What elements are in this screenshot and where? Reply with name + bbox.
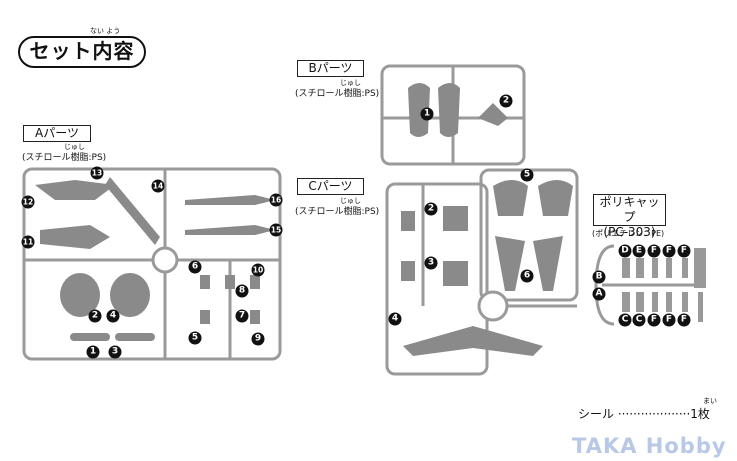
part-number-a15: 15 <box>269 223 283 237</box>
polycap-label-code: (PC-303) <box>603 225 656 239</box>
seal-count: シール ···················1枚 <box>578 407 710 421</box>
c-ruby: じゅし <box>340 197 361 205</box>
polycap-letter-f: F <box>677 244 691 258</box>
a-material: (スチロール樹脂:PS) <box>22 153 107 163</box>
part-number-a2: 2 <box>88 309 102 323</box>
part-number-a16: 16 <box>269 193 283 207</box>
part-number-b1: 1 <box>420 107 434 121</box>
part-number-a14: 14 <box>151 179 165 193</box>
part-number-a7: 7 <box>235 309 249 323</box>
c-material: (スチロール樹脂:PS) <box>295 207 380 217</box>
polycap-letter-f: F <box>662 244 676 258</box>
c-runner-diagram <box>385 168 579 376</box>
part-number-a8: 8 <box>235 284 249 298</box>
polycap-letter-d: D <box>618 244 632 258</box>
watermark: TAKA Hobby <box>572 434 727 458</box>
polycap-letter-f: F <box>647 244 661 258</box>
title-ruby: ない よう <box>90 27 121 35</box>
part-number-b2: 2 <box>499 94 513 108</box>
part-number-a10: 10 <box>251 263 265 277</box>
polycap-material: (ポリエチレン：PE) <box>592 229 665 238</box>
seal-ruby: まい <box>703 397 717 405</box>
polycap-runner-diagram <box>594 244 706 326</box>
polycap-letter-f: F <box>677 313 691 327</box>
polycap-letter-f: F <box>662 313 676 327</box>
polycap-letter-c: C <box>618 313 632 327</box>
a-runner-diagram <box>22 167 282 361</box>
part-number-a11: 11 <box>21 235 35 249</box>
polycap-letter-a: A <box>592 287 606 301</box>
part-number-a6: 6 <box>188 260 202 274</box>
part-number-c2: 2 <box>424 202 438 216</box>
part-number-c6: 6 <box>520 269 534 283</box>
part-number-a4: 4 <box>106 309 120 323</box>
part-number-c3: 3 <box>424 256 438 270</box>
c-parts-label: Cパーツ <box>297 178 364 195</box>
part-number-c4: 4 <box>388 312 402 326</box>
b-runner-diagram <box>380 64 526 166</box>
part-number-a12: 12 <box>21 195 35 209</box>
polycap-label: ポリキャップ (PC-303) <box>593 194 666 239</box>
page-title: セット内容 <box>18 36 146 68</box>
b-ruby: じゅし <box>340 79 361 87</box>
part-number-a13: 13 <box>90 166 104 180</box>
polycap-letter-c: C <box>632 313 646 327</box>
b-material: (スチロール樹脂:PS) <box>295 89 380 99</box>
part-number-c5: 5 <box>520 168 534 182</box>
polycap-letter-e: E <box>632 244 646 258</box>
polycap-letter-b: B <box>592 270 606 284</box>
part-number-a5: 5 <box>188 331 202 345</box>
polycap-label-name: ポリキャップ <box>599 195 660 224</box>
part-number-a1: 1 <box>86 345 100 359</box>
b-parts-label: Bパーツ <box>297 60 364 77</box>
part-number-a9: 9 <box>251 332 265 346</box>
a-parts-label: Aパーツ <box>23 125 91 142</box>
part-number-a3: 3 <box>108 345 122 359</box>
a-ruby: じゅし <box>64 143 85 151</box>
polycap-letter-f: F <box>647 313 661 327</box>
